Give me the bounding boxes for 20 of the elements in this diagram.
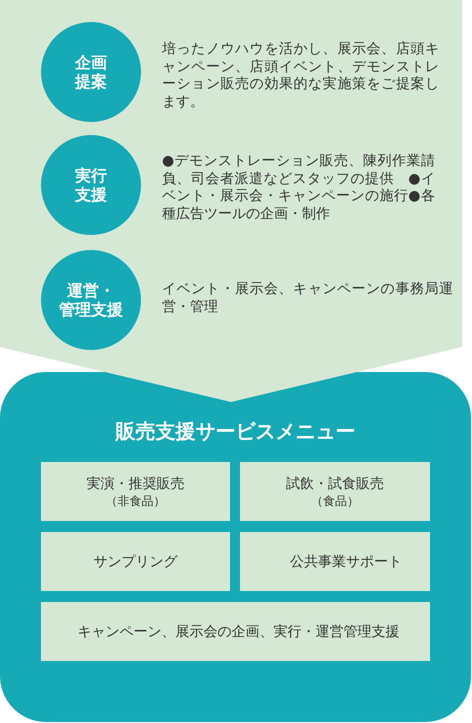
menu-title: 販売支援サービスメニュー [114, 418, 356, 444]
service-tile [41, 532, 230, 591]
step-label: 実行支援 [74, 166, 108, 204]
description-text: ●デモンストレーション販売、陳列作業請負、司会者派遣などスタッフの提供 ●イベント・展示会・キャンペーンの施行●各種広告ツールの企画・制作 [162, 153, 435, 223]
step-label: 運営・管理支援 [58, 281, 124, 319]
service-name: サンプリング [94, 552, 178, 570]
step-label: 企画提案 [74, 53, 108, 91]
service-tile [240, 532, 430, 591]
description-text: 培ったノウハウを活かし、展示会、店頭キャンペーン、店頭イベント、デモンストレーション販売の効果的な実施策をご提案します。 [162, 41, 439, 111]
service-tile [240, 462, 430, 521]
service-note: （非食品） [106, 492, 166, 508]
service-note: （食品） [311, 492, 359, 508]
menu-panel [0, 372, 471, 722]
service-name: 公共事業サポート [290, 552, 402, 570]
service-name: 試飲・試食販売 [286, 474, 384, 492]
service-name: 実演・推奨販売 [86, 474, 184, 492]
description-text: イベント・展示会、キャンペーンの事務局運営・管理 [162, 281, 453, 316]
service-tile [41, 602, 430, 661]
service-name: キャンペーン、展示会の企画、実行・運営管理支援 [78, 622, 400, 640]
service-tile [41, 462, 230, 521]
